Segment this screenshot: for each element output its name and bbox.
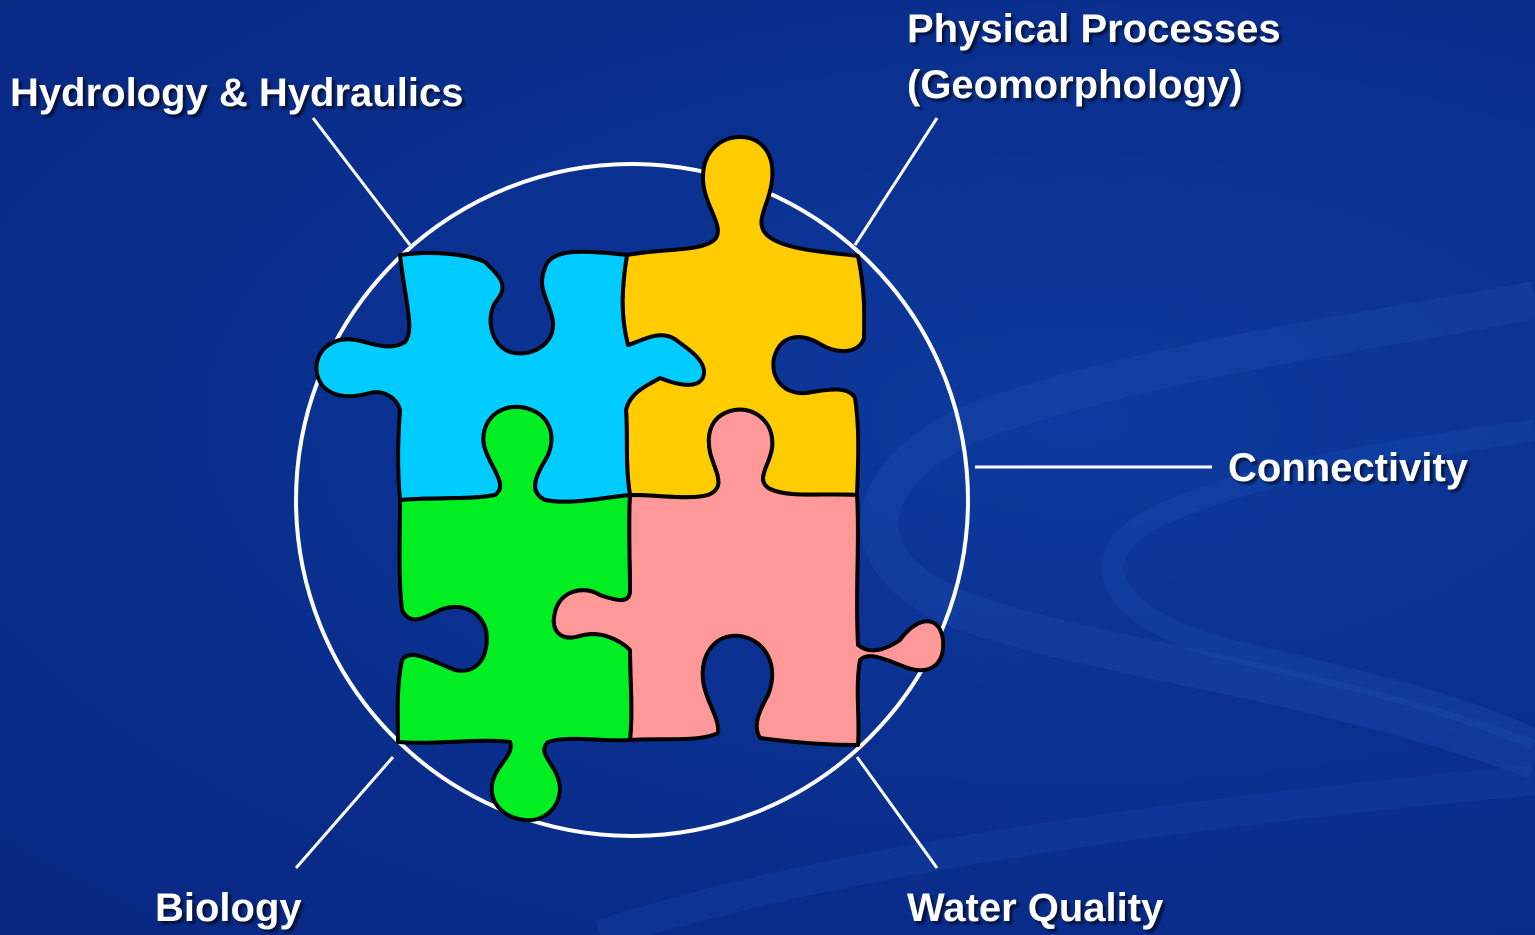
biology-piece-icon — [395, 404, 634, 823]
leader-water-quality — [855, 756, 939, 869]
connectivity-circle — [294, 162, 970, 838]
leader-hydrology — [311, 117, 412, 246]
water-quality-label: Water Quality — [907, 886, 1164, 930]
leader-biology — [294, 756, 395, 869]
hydrology-label: Hydrology & Hydraulics — [10, 71, 464, 115]
connectivity-label: Connectivity — [1228, 446, 1469, 490]
geomorphology-label: (Geomorphology) — [907, 63, 1243, 107]
physical-processes-label: Physical Processes — [907, 7, 1281, 51]
leader-physical — [853, 117, 939, 246]
biology-label: Biology — [155, 886, 302, 930]
